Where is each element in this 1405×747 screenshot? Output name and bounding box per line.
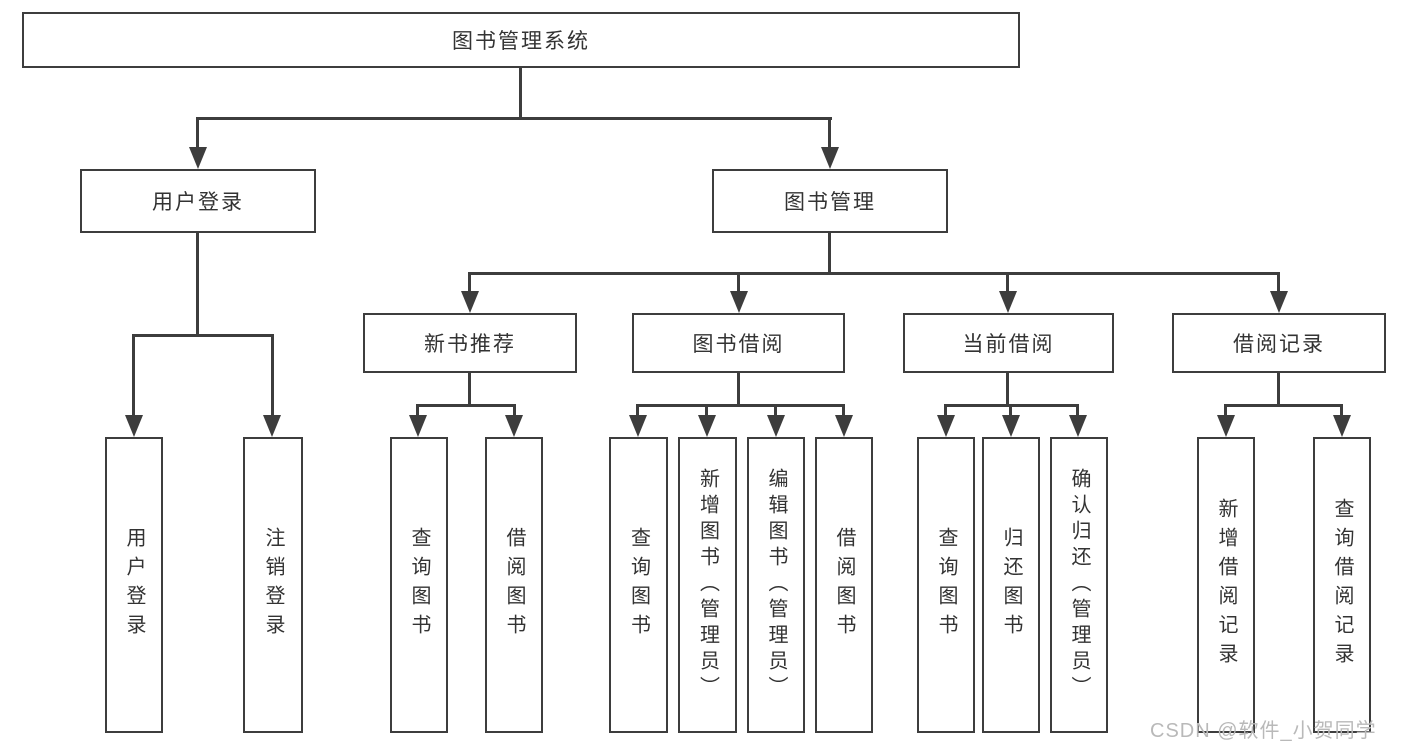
arrow-down-icon [730, 291, 748, 313]
connector-leaf-drop [1340, 404, 1343, 417]
connector-user-login-stem [196, 233, 199, 337]
node-current-borrow: 当前借阅 [903, 313, 1114, 373]
arrow-down-icon [461, 291, 479, 313]
arrow-down-icon [505, 415, 523, 437]
leaf-borrow-books-borrow: 借阅图书 [815, 437, 873, 733]
leaf-return-book: 归还图书 [982, 437, 1040, 733]
node-root-label: 图书管理系统 [452, 30, 590, 53]
node-book-mgmt: 图书管理 [712, 169, 948, 233]
connector-level3-horizontal [468, 272, 1280, 275]
connector-group-stem [1277, 373, 1280, 406]
arrow-down-icon [1069, 415, 1087, 437]
arrow-down-icon [1217, 415, 1235, 437]
arrow-down-icon [1333, 415, 1351, 437]
leaf-edit-book-admin: 编辑图书（管理员） [747, 437, 805, 733]
connector-group-stem [737, 373, 740, 406]
connector-leaf-drop [513, 404, 516, 417]
node-root: 图书管理系统 [22, 12, 1020, 68]
leaf-add-book-admin: 新增图书（管理员） [678, 437, 737, 733]
node-book-mgmt-label: 图书管理 [784, 191, 876, 214]
arrow-down-icon [263, 415, 281, 437]
node-book-borrow: 图书借阅 [632, 313, 845, 373]
node-user-login-label: 用户登录 [152, 191, 244, 214]
connector-user-login-horizontal [132, 334, 274, 337]
node-current-borrow-label: 当前借阅 [962, 333, 1055, 356]
connector-leaf-drop [842, 404, 845, 417]
connector-root-horizontal [196, 117, 832, 120]
connector-group-stem [1006, 373, 1009, 406]
node-borrow-records: 借阅记录 [1172, 313, 1386, 373]
connector-level3-drop [737, 272, 740, 292]
arrow-down-icon [629, 415, 647, 437]
connector-book-mgmt-stem [828, 233, 831, 275]
leaf-user-login: 用户登录 [105, 437, 163, 733]
arrow-down-icon [835, 415, 853, 437]
connector-level3-drop [468, 272, 471, 292]
connector-level3-drop [1006, 272, 1009, 292]
arrow-down-icon [1002, 415, 1020, 437]
leaf-query-books-borrow: 查询图书 [609, 437, 668, 733]
watermark: CSDN @软件_小贺同学 [1150, 720, 1377, 742]
leaf-confirm-return-admin: 确认归还（管理员） [1050, 437, 1108, 733]
connector-root-stem [519, 68, 522, 120]
node-new-books: 新书推荐 [363, 313, 577, 373]
node-new-books-label: 新书推荐 [424, 333, 516, 356]
connector-book-mgmt-drop [828, 117, 831, 149]
arrow-down-icon [767, 415, 785, 437]
connector-group-horizontal [1224, 404, 1343, 407]
connector-leaf-drop [774, 404, 777, 417]
connector-leaf-drop [132, 334, 135, 417]
connector-leaf-drop [1009, 404, 1012, 417]
connector-group-horizontal [416, 404, 516, 407]
arrow-down-icon [409, 415, 427, 437]
node-book-borrow-label: 图书借阅 [692, 333, 785, 356]
connector-user-login-drop [196, 117, 199, 149]
leaf-logout: 注销登录 [243, 437, 303, 733]
leaf-query-books-current: 查询图书 [917, 437, 975, 733]
arrow-down-icon [821, 147, 839, 169]
connector-leaf-drop [416, 404, 419, 417]
leaf-query-borrow-record: 查询借阅记录 [1313, 437, 1371, 733]
node-user-login: 用户登录 [80, 169, 316, 233]
connector-leaf-drop [636, 404, 639, 417]
leaf-borrow-books-newbooks: 借阅图书 [485, 437, 543, 733]
arrow-down-icon [698, 415, 716, 437]
leaf-query-books-newbooks: 查询图书 [390, 437, 448, 733]
connector-leaf-drop [1224, 404, 1227, 417]
connector-leaf-drop [271, 334, 274, 417]
connector-leaf-drop [1076, 404, 1079, 417]
arrow-down-icon [125, 415, 143, 437]
arrow-down-icon [937, 415, 955, 437]
connector-leaf-drop [705, 404, 708, 417]
arrow-down-icon [1270, 291, 1288, 313]
connector-group-stem [468, 373, 471, 406]
connector-leaf-drop [944, 404, 947, 417]
node-borrow-records-label: 借阅记录 [1233, 333, 1325, 356]
arrow-down-icon [999, 291, 1017, 313]
connector-level3-drop [1277, 272, 1280, 292]
arrow-down-icon [189, 147, 207, 169]
leaf-add-borrow-record: 新增借阅记录 [1197, 437, 1255, 733]
connector-group-horizontal [636, 404, 845, 407]
